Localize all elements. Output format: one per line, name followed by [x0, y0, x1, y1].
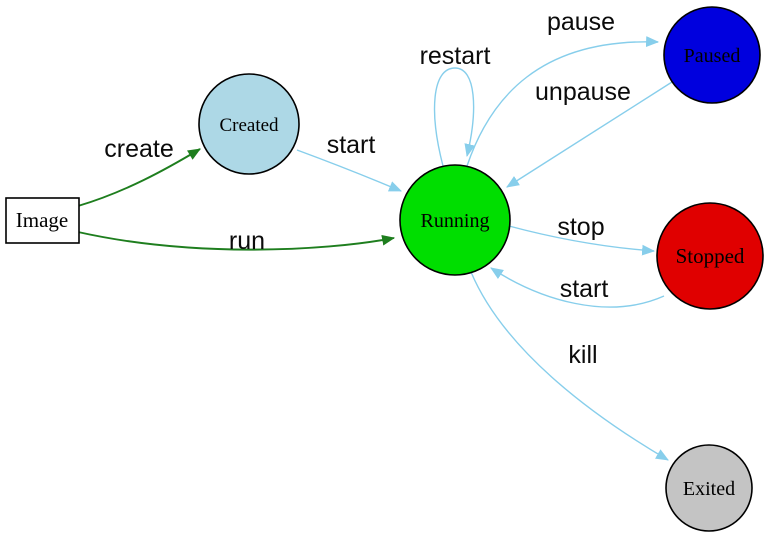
created-node-circle — [198, 73, 300, 175]
edge-label-restart: restart — [420, 42, 491, 70]
edge-kill — [470, 271, 669, 461]
node-stopped: Stopped — [656, 202, 764, 310]
node-created: Created — [198, 73, 300, 175]
paused-node-circle — [663, 6, 761, 104]
stopped-node-circle — [656, 202, 764, 310]
edge-run — [77, 231, 396, 251]
exited-node-circle — [665, 444, 753, 532]
created-node-label: Created — [219, 115, 279, 136]
node-exited: Exited — [665, 444, 753, 532]
stopped-node-label: Stopped — [676, 244, 745, 268]
edge-label-start-1: start — [327, 131, 376, 159]
edge-stop — [508, 225, 656, 256]
edge-label-unpause: unpause — [535, 78, 631, 106]
edge-create — [77, 148, 201, 207]
node-paused: Paused — [663, 6, 761, 104]
edge-unpause — [506, 81, 673, 188]
running-node-label: Running — [421, 210, 490, 232]
edge-pause — [466, 36, 660, 167]
edge-label-create: create — [104, 135, 173, 163]
edge-start-created-running — [296, 149, 402, 192]
paused-node-label: Paused — [684, 45, 741, 67]
edge-restart-self-loop — [433, 67, 476, 167]
running-node-circle — [399, 164, 511, 276]
edge-label-start-2: start — [560, 275, 609, 303]
node-running: Running — [399, 164, 511, 276]
image-node-label: Image — [16, 208, 68, 232]
exited-node-label: Exited — [683, 478, 735, 500]
edge-label-stop: stop — [557, 213, 604, 241]
edge-start-stopped-running — [490, 267, 665, 308]
edge-label-pause: pause — [547, 8, 615, 36]
edge-label-kill: kill — [568, 341, 597, 369]
image-node-rect — [5, 197, 80, 244]
node-image: Image — [5, 197, 80, 244]
edge-label-run: run — [229, 227, 265, 255]
